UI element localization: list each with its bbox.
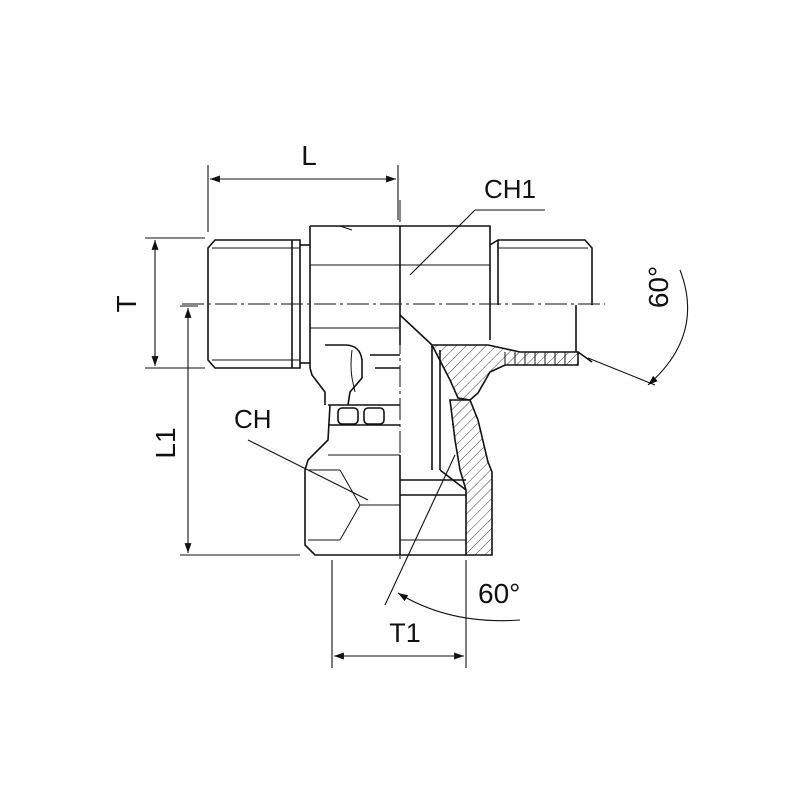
- label-T: T: [111, 295, 142, 312]
- label-T1: T1: [389, 618, 421, 648]
- label-L: L: [301, 140, 317, 171]
- callout-CH: CH: [234, 404, 369, 501]
- right-thread-end: [489, 239, 593, 363]
- label-L1: L1: [150, 427, 181, 458]
- section-cut: [399, 314, 579, 556]
- dimension-L: L: [207, 140, 399, 232]
- swivel-nut: [304, 404, 466, 556]
- label-CH: CH: [234, 404, 272, 434]
- angle-right-60: 60°: [587, 266, 689, 386]
- label-angle-bottom: 60°: [478, 578, 520, 609]
- label-CH1: CH1: [484, 174, 536, 204]
- left-thread-end: [207, 239, 310, 369]
- dimension-T1: T1: [331, 560, 467, 668]
- angle-bottom-60: 60°: [384, 454, 520, 622]
- callout-CH1: CH1: [409, 174, 545, 276]
- label-angle-right: 60°: [643, 266, 674, 308]
- bore-detail: [309, 344, 400, 406]
- dimension-T: T: [111, 237, 205, 369]
- dimension-L1: L1: [150, 305, 300, 556]
